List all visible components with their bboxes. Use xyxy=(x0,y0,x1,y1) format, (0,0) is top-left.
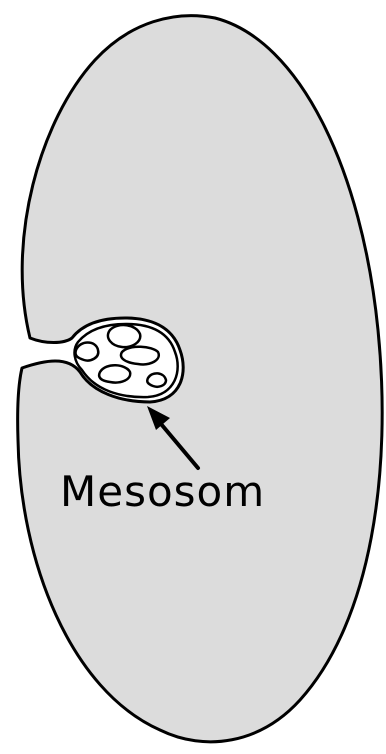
vesicle xyxy=(99,365,130,382)
mesosome-label: Mesosom xyxy=(60,467,265,516)
vesicle xyxy=(75,343,98,361)
vesicle xyxy=(147,373,166,386)
cell-membrane xyxy=(18,16,383,742)
vesicle xyxy=(121,347,159,365)
vesicle xyxy=(108,325,140,347)
